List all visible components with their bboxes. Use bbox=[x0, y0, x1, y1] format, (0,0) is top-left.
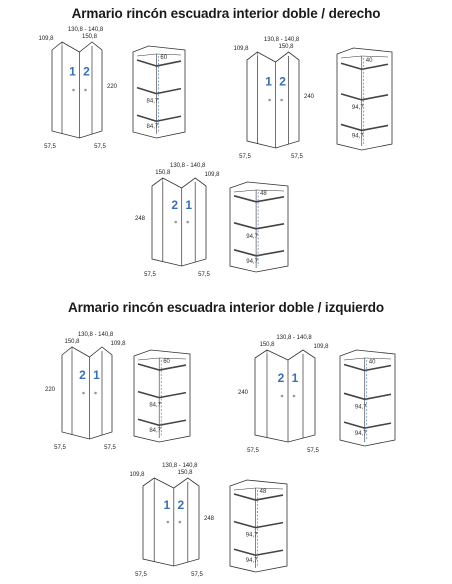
shelf-dim: 94,7 bbox=[352, 105, 364, 111]
dim-bottom-left: 57,5 bbox=[247, 448, 259, 454]
dim-wide: 150,8 bbox=[259, 342, 275, 348]
shelf-dim: 94,7 bbox=[352, 133, 364, 139]
door-number: 1 bbox=[292, 371, 299, 385]
dim-range: 130,8 - 140,8 bbox=[264, 37, 300, 43]
door-number: 2 bbox=[83, 65, 90, 79]
dim-bottom-left: 57,5 bbox=[54, 445, 66, 451]
dim-height: 248 bbox=[204, 516, 215, 522]
dim-bottom-right: 57,5 bbox=[307, 448, 319, 454]
door-knob-icon bbox=[166, 520, 170, 524]
door-knob-icon bbox=[84, 88, 87, 92]
shelf-dim: 48 bbox=[260, 191, 267, 197]
dim-bottom-right: 57,5 bbox=[198, 272, 210, 278]
dim-narrow: 109,8 bbox=[129, 472, 145, 478]
shelf-dim: 60 bbox=[163, 359, 170, 365]
shelf-dim: 94,7 bbox=[246, 234, 258, 240]
wardrobe-interior: 40 94,7 94,7 bbox=[336, 47, 393, 151]
dim-height: 220 bbox=[107, 84, 118, 90]
shelf-dim: 40 bbox=[366, 58, 373, 64]
dim-range: 130,8 - 140,8 bbox=[78, 332, 114, 338]
door-knob-icon bbox=[280, 394, 284, 398]
dim-wide: 150,8 bbox=[64, 339, 80, 345]
dim-bottom-left: 57,5 bbox=[135, 572, 147, 578]
shelf-dim: 48 bbox=[260, 489, 267, 495]
door-knob-icon bbox=[280, 98, 283, 102]
section-title-right: Armario rincón escuadra interior doble /… bbox=[71, 6, 381, 21]
dim-narrow: 109,8 bbox=[110, 341, 126, 347]
dim-bottom-left: 57,5 bbox=[144, 272, 156, 278]
dim-range: 130,8 - 140,8 bbox=[170, 163, 206, 169]
door-number: 1 bbox=[265, 75, 272, 89]
door-knob-icon bbox=[94, 391, 97, 395]
shelf-dim: 84,7 bbox=[147, 99, 159, 105]
dim-bottom-left: 57,5 bbox=[239, 154, 251, 160]
shelf-dim: 60 bbox=[160, 55, 167, 61]
door-knob-icon bbox=[174, 220, 177, 224]
door-knob-icon bbox=[186, 220, 189, 224]
dim-height: 240 bbox=[238, 390, 249, 396]
shelf-dim: 84,7 bbox=[147, 124, 159, 130]
door-number: 1 bbox=[69, 65, 76, 79]
door-number: 2 bbox=[79, 368, 86, 382]
wardrobe-interior: 48 94,7 94,7 bbox=[229, 479, 288, 573]
door-number: 2 bbox=[279, 75, 286, 89]
wardrobe-interior: 40 94,7 94,7 bbox=[339, 349, 396, 447]
shelf-dim: 40 bbox=[369, 360, 376, 366]
dim-bottom-right: 57,5 bbox=[291, 154, 303, 160]
door-number: 1 bbox=[185, 198, 192, 212]
door-knob-icon bbox=[82, 391, 85, 395]
shelf-dim: 84,7 bbox=[149, 403, 161, 409]
dim-narrow: 109,8 bbox=[233, 46, 249, 52]
dim-wide: 150,8 bbox=[155, 170, 171, 176]
shelf-dim: 94,7 bbox=[246, 259, 258, 265]
dim-range: 130,8 - 140,8 bbox=[162, 463, 198, 469]
door-knob-icon bbox=[178, 520, 182, 524]
dim-bottom-right: 57,5 bbox=[191, 572, 203, 578]
dim-bottom-right: 57,5 bbox=[104, 445, 116, 451]
dim-height: 220 bbox=[45, 387, 56, 393]
wardrobe-interior: 48 94,7 94,7 bbox=[229, 181, 289, 273]
shelf-dim: 94,7 bbox=[246, 558, 258, 564]
door-number: 2 bbox=[177, 498, 184, 512]
wardrobe-interior: 60 84,7 84,7 bbox=[132, 45, 186, 139]
shelf-dim: 94,7 bbox=[355, 404, 367, 410]
dim-bottom-right: 57,5 bbox=[94, 144, 106, 150]
dim-narrow: 109,8 bbox=[204, 172, 220, 178]
dim-narrow: 109,8 bbox=[313, 344, 329, 350]
door-knob-icon bbox=[72, 88, 75, 92]
dim-range: 130,8 - 140,8 bbox=[276, 335, 312, 341]
shelf-dim: 84,7 bbox=[149, 428, 161, 434]
door-number: 1 bbox=[163, 498, 170, 512]
door-number: 1 bbox=[93, 368, 100, 382]
door-number: 2 bbox=[171, 198, 178, 212]
dim-bottom-left: 57,5 bbox=[44, 144, 56, 150]
shelf-dim: 94,7 bbox=[355, 431, 367, 437]
dim-wide: 150,8 bbox=[177, 470, 193, 476]
dim-range: 130,8 - 140,8 bbox=[68, 27, 104, 33]
wardrobe-interior: 60 84,7 84,7 bbox=[133, 349, 191, 443]
dim-wide: 150,8 bbox=[82, 34, 98, 40]
dim-height: 248 bbox=[135, 216, 146, 222]
dim-height: 240 bbox=[304, 94, 315, 100]
section-title-left: Armario rincón escuadra interior doble /… bbox=[67, 300, 385, 315]
door-knob-icon bbox=[292, 394, 296, 398]
dim-wide: 150,8 bbox=[278, 44, 294, 50]
dim-narrow: 109,8 bbox=[38, 36, 54, 42]
door-number: 2 bbox=[278, 371, 285, 385]
door-knob-icon bbox=[268, 98, 271, 102]
shelf-dim: 94,7 bbox=[246, 533, 258, 539]
